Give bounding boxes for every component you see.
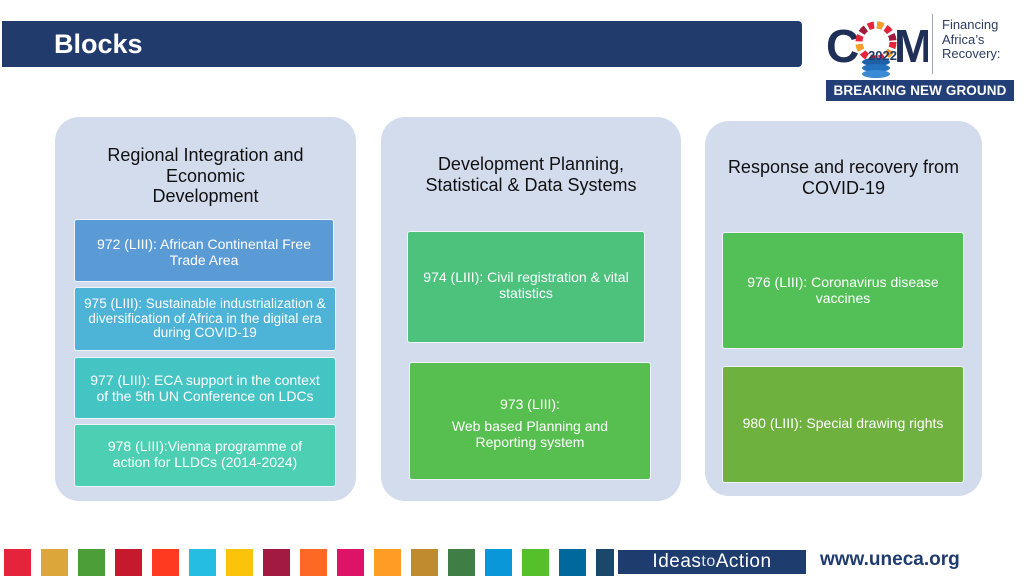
slide-title: Blocks xyxy=(54,28,143,59)
block-text-line: 977 (LIII): ECA support in the context xyxy=(90,372,320,388)
block-980[interactable]: 980 (LIII): Special drawing rights xyxy=(722,366,964,483)
brand-suffix: Action xyxy=(715,551,772,572)
sdg-color-block xyxy=(226,549,253,576)
block-text-line: vaccines xyxy=(815,289,871,306)
brand-prefix: Ideas xyxy=(652,551,702,572)
panel-title: Regional Integration and Economic Develo… xyxy=(55,145,356,207)
logo-letter-m: M xyxy=(894,20,928,72)
brand-connector: to xyxy=(701,553,716,570)
sdg-color-block xyxy=(559,549,586,576)
com-2022-logo: C M 2022 Financing Africa’s Recovery: BR… xyxy=(826,12,1016,104)
panel-title-line: Development xyxy=(152,186,259,206)
sdg-color-block xyxy=(78,549,105,576)
panel-title-line: COVID-19 xyxy=(801,177,886,198)
tagline-line: Africa’s xyxy=(942,31,985,47)
block-text-line: during COVID-19 xyxy=(153,325,257,340)
sdg-wheel-icon xyxy=(855,21,897,63)
sdg-color-block xyxy=(152,549,179,576)
block-text-line: diversification of Africa in the digital… xyxy=(88,310,322,326)
sdg-color-block xyxy=(41,549,68,576)
logo-tagline: Financing Africa’s Recovery: xyxy=(942,17,1001,62)
block-text-line: Trade Area xyxy=(169,251,239,268)
block-text-line: 974 (LIII): Civil registration & vital xyxy=(423,269,629,285)
logo-banner: BREAKING NEW GROUND xyxy=(826,80,1014,101)
block-text-line: 975 (LIII): Sustainable industrializatio… xyxy=(84,296,326,311)
block-text-line: 972 (LIII): African Continental Free xyxy=(97,236,311,252)
panel-title-line: Response and recovery from xyxy=(727,157,960,177)
com-logo-mark: C M xyxy=(826,20,928,78)
logo-year: 2022 xyxy=(868,48,897,63)
uneca-url-link[interactable]: www.uneca.org xyxy=(820,549,960,570)
block-976[interactable]: 976 (LIII): Coronavirus disease vaccines xyxy=(722,232,964,349)
sdg-color-block xyxy=(263,549,290,576)
coin-stack-icon xyxy=(862,58,890,78)
block-978[interactable]: 978 (LIII):Vienna programme of action fo… xyxy=(74,424,336,487)
panel-regional-integration: Regional Integration and Economic Develo… xyxy=(55,117,356,501)
panel-title-line: Development Planning, xyxy=(437,154,625,174)
tagline-line: Recovery: xyxy=(942,46,1001,61)
sdg-color-block xyxy=(485,549,512,576)
sdg-color-block xyxy=(522,549,549,576)
sdg-color-block xyxy=(115,549,142,576)
sdg-color-block xyxy=(189,549,216,576)
tagline-line: Financing xyxy=(942,17,999,32)
block-text-line: statistics xyxy=(499,284,553,301)
block-text-line: Web based Planning and xyxy=(451,417,609,434)
block-977[interactable]: 977 (LIII): ECA support in the context o… xyxy=(74,357,336,419)
block-text-line: action for LLDCs (2014-2024) xyxy=(112,453,298,470)
panel-covid-response: Response and recovery from COVID-19 976 … xyxy=(705,121,982,496)
panel-development-planning: Development Planning, Statistical & Data… xyxy=(381,117,681,501)
panel-title: Development Planning, Statistical & Data… xyxy=(381,154,681,195)
panel-title-line: Regional Integration and xyxy=(107,145,304,165)
block-text-line: 978 (LIII):Vienna programme of xyxy=(107,438,303,454)
block-973[interactable]: 973 (LIII): Web based Planning and Repor… xyxy=(409,362,651,480)
block-972[interactable]: 972 (LIII): African Continental Free Tra… xyxy=(74,219,334,282)
panel-title: Response and recovery from COVID-19 xyxy=(705,157,982,198)
sdg-color-block xyxy=(374,549,401,576)
block-975[interactable]: 975 (LIII): Sustainable industrializatio… xyxy=(74,287,336,351)
block-text-line: 973 (LIII): xyxy=(500,396,560,412)
block-text-line: Reporting system xyxy=(475,434,585,450)
block-text-line: 980 (LIII): Special drawing rights xyxy=(742,415,944,431)
sdg-color-block xyxy=(448,549,475,576)
logo-letter-c: C xyxy=(826,20,859,72)
block-974[interactable]: 974 (LIII): Civil registration & vital s… xyxy=(407,231,645,343)
panel-title-line: Statistical & Data Systems xyxy=(425,174,637,195)
title-bar: Blocks xyxy=(2,21,802,67)
panel-title-line: Economic xyxy=(165,165,246,186)
sdg-color-block xyxy=(4,549,31,576)
sdg-color-block xyxy=(411,549,438,576)
sdg-color-block xyxy=(337,549,364,576)
logo-divider xyxy=(932,14,933,74)
sdg-color-block xyxy=(300,549,327,576)
block-text-line: of the 5th UN Conference on LDCs xyxy=(96,387,314,404)
block-text-line: 976 (LIII): Coronavirus disease xyxy=(747,274,939,290)
